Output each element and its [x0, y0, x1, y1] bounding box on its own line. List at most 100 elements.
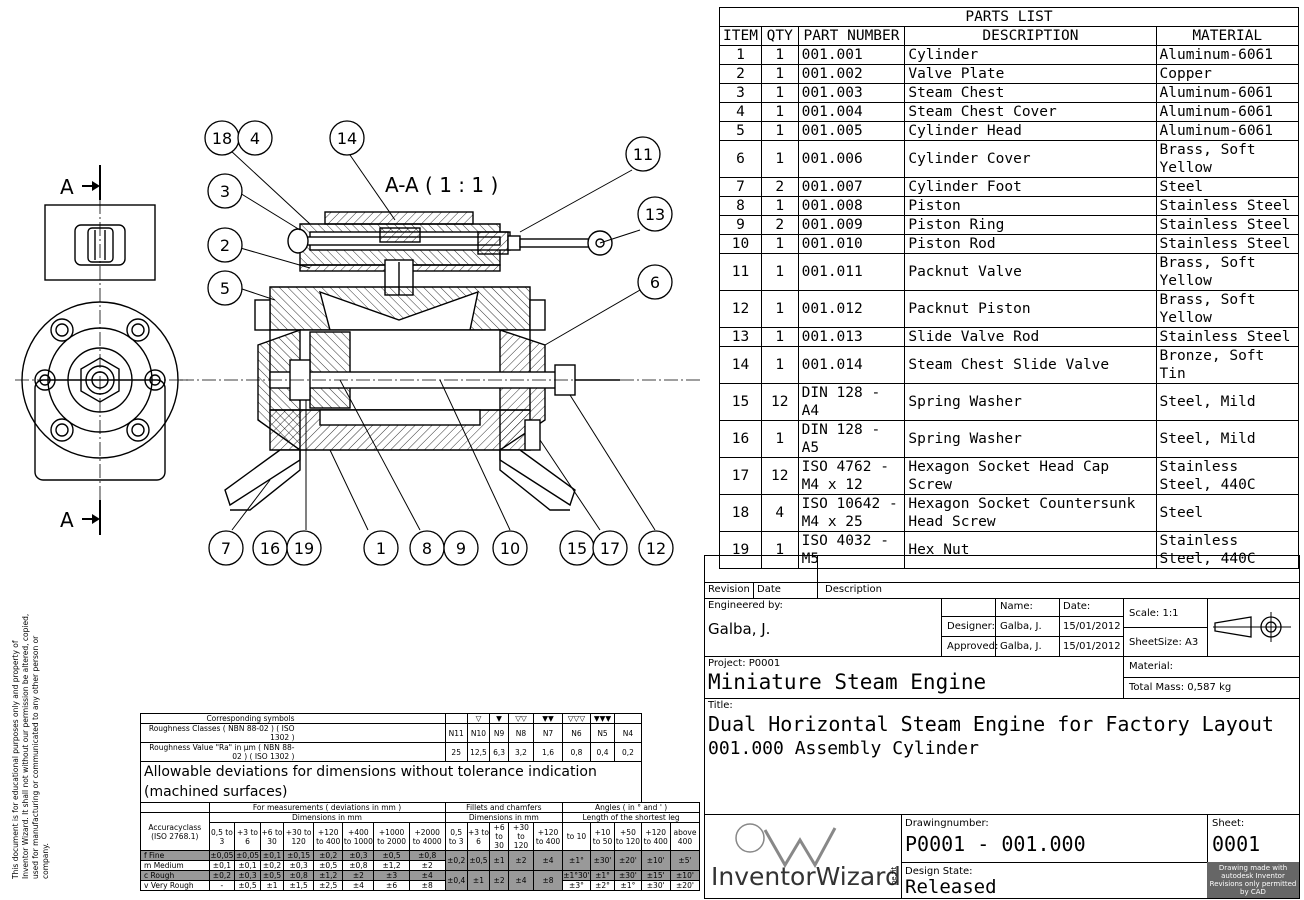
- deviation-cell: +6 to 30: [259, 822, 285, 851]
- deviation-cell: Length of the shortest leg: [562, 812, 700, 823]
- deviation-cell: ±1°: [614, 880, 642, 891]
- deviation-cell: ±0,05: [234, 850, 261, 861]
- deviation-cell: ±0,3: [342, 850, 375, 861]
- parts-cell: 001.009: [797, 215, 906, 235]
- deviation-row: Accuracyclass (ISO 2768.1)Dimensions in …: [140, 812, 700, 851]
- deviation-cell: ±0,1: [234, 860, 261, 871]
- parts-cell: 19: [719, 531, 762, 569]
- parts-cell: 2: [760, 215, 799, 235]
- deviation-cell: ±1: [259, 880, 285, 891]
- section-view: [224, 211, 620, 511]
- deviation-cell: ±2: [508, 850, 534, 871]
- deviation-cell: ±30': [640, 880, 671, 891]
- deviation-cell: ±4: [408, 870, 446, 881]
- deviation-cell: ±0,2: [208, 870, 236, 881]
- assembly-drawing: A A A-A ( 1 : 1 ): [15, 120, 700, 566]
- parts-cell: ISO 10642 - M4 x 25: [797, 494, 906, 532]
- svg-text:2: 2: [220, 236, 230, 255]
- inventor-wizard-logo: [735, 823, 837, 869]
- svg-text:8: 8: [422, 539, 432, 558]
- deviation-cell: v Very Rough: [140, 880, 210, 891]
- deviation-cell: Roughness Classes ( NBN 88-02 ) ( ISO 13…: [140, 723, 446, 743]
- parts-cell: 15: [719, 383, 762, 421]
- parts-cell: Stainless Steel: [1155, 215, 1300, 235]
- deviation-cell: ±0,2: [444, 850, 468, 871]
- parts-cell: Hexagon Socket Head Cap Screw: [904, 457, 1157, 495]
- balloon-19: 19: [286, 530, 322, 566]
- deviation-cell: ±2°: [589, 880, 616, 891]
- deviation-cell: ±1: [466, 870, 491, 891]
- svg-text:6: 6: [650, 273, 660, 292]
- parts-cell: 2: [760, 177, 799, 197]
- svg-text:16: 16: [260, 539, 280, 558]
- balloon-7: 7: [208, 530, 244, 566]
- deviation-cell: N9: [489, 723, 510, 743]
- deviation-cell: 0,4: [589, 742, 616, 762]
- parts-cell: DIN 128 - A4: [797, 383, 906, 421]
- deviation-cell: ±6: [373, 880, 410, 891]
- parts-cell: 13: [719, 327, 762, 347]
- deviation-cell: ±0,5: [312, 860, 344, 871]
- balloon-1: 1: [363, 530, 399, 566]
- deviation-cell: N8: [508, 723, 534, 743]
- deviation-cell: ▼▼: [532, 713, 564, 724]
- parts-cell: 16: [719, 420, 762, 458]
- balloons: 18 4 14 11 13 3 2 5 6 7 16 19 1 8 9 10 1…: [204, 120, 674, 566]
- parts-cell: 5: [719, 121, 762, 141]
- svg-text:12: 12: [646, 539, 666, 558]
- parts-cell: 001.014: [797, 346, 906, 384]
- deviation-cell: ±5': [669, 850, 701, 871]
- parts-cell: 001.010: [797, 234, 906, 254]
- parts-cell: Hexagon Socket Countersunk Head Screw: [904, 494, 1157, 532]
- deviation-cell: +120 to 400: [532, 822, 564, 851]
- deviation-row: Corresponding symbols▽▼▽▽▼▼▽▽▽▼▼▼: [140, 713, 700, 724]
- svg-text:7: 7: [221, 539, 231, 558]
- deviation-cell: ±0,8: [342, 860, 375, 871]
- parts-cell: 2: [719, 64, 762, 84]
- deviation-cell: ±1: [489, 850, 510, 871]
- deviation-cell: ±4: [532, 850, 564, 871]
- leader-lines: [229, 149, 656, 531]
- deviation-cell: For measurements ( deviations in mm ): [208, 802, 446, 813]
- deviation-cell: ±0,8: [408, 850, 446, 861]
- logo-text: InventorWizard: [711, 862, 901, 891]
- deviation-cell: ▼▼▼: [589, 713, 616, 724]
- deviation-cell: N4: [614, 723, 642, 743]
- deviation-cell: ±15': [640, 870, 671, 881]
- svg-text:10: 10: [500, 539, 520, 558]
- parts-cell: 001.007: [797, 177, 906, 197]
- parts-cell: 1: [760, 83, 799, 103]
- section-marker-top: A: [60, 165, 101, 200]
- parts-cell: 1: [760, 531, 799, 569]
- deviation-cell: Roughness Value "Ra" in µm ( NBN 88-02 )…: [140, 742, 446, 762]
- deviation-cell: ±0,5: [466, 850, 491, 871]
- deviation-cell: +3 to 6: [234, 822, 261, 851]
- project-label: Project: P0001: [708, 658, 781, 669]
- drawing-number: P0001 - 001.000: [905, 832, 1086, 856]
- parts-cell: 12: [760, 457, 799, 495]
- svg-text:19: 19: [294, 539, 314, 558]
- parts-cell: Steel: [1155, 177, 1300, 197]
- parts-cell: 4: [760, 494, 799, 532]
- parts-cell: Cylinder: [904, 45, 1157, 65]
- deviation-cell: ±0,05: [208, 850, 236, 861]
- deviation-cell: Fillets and chamfers: [444, 802, 564, 813]
- parts-cell: 1: [760, 102, 799, 122]
- deviation-cell: ▽▽: [508, 713, 534, 724]
- parts-cell: 10: [719, 234, 762, 254]
- parts-cell: 1: [760, 64, 799, 84]
- parts-cell: Copper: [1155, 64, 1300, 84]
- balloon-16: 16: [252, 530, 288, 566]
- parts-cell: Stainless Steel: [1155, 327, 1300, 347]
- deviation-cell: ±3: [373, 870, 410, 881]
- deviation-cell: ±2,5: [312, 880, 344, 891]
- balloon-10: 10: [492, 530, 528, 566]
